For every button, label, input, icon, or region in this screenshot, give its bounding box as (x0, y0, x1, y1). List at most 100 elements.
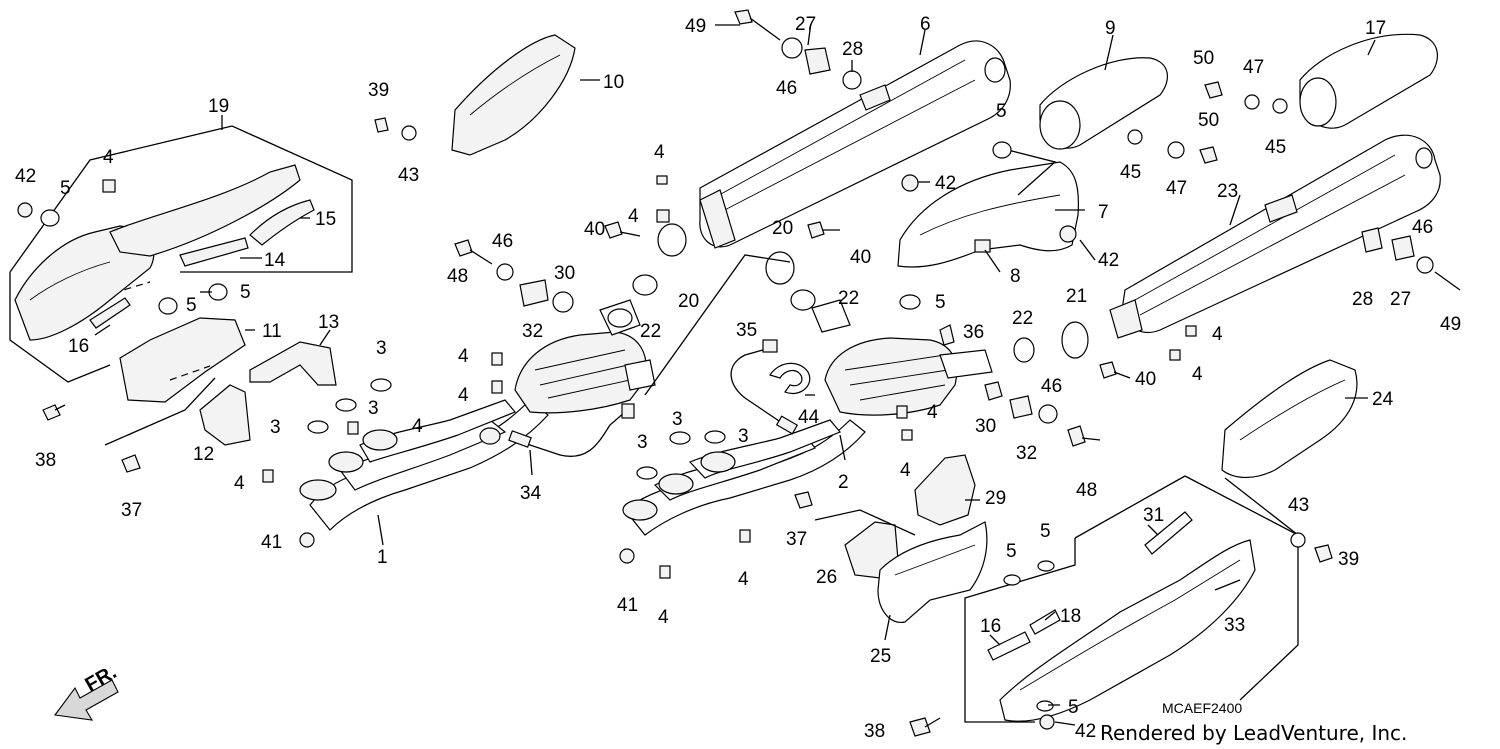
callout-32: 32 (1016, 443, 1037, 464)
callout-18: 18 (1060, 606, 1081, 627)
callout-45: 45 (1265, 137, 1286, 158)
callout-44: 44 (798, 407, 820, 428)
hardware (17, 9, 1461, 737)
callout-9: 9 (1105, 18, 1116, 39)
leader-lines (94, 24, 1376, 726)
callout-2: 2 (838, 472, 849, 493)
bracket-13 (249, 341, 337, 386)
callout-47: 47 (1166, 178, 1187, 199)
callout-46: 46 (1412, 217, 1433, 238)
callout-46: 46 (492, 231, 513, 252)
protector-group-33 (964, 475, 1299, 723)
callout-4: 4 (458, 385, 469, 406)
callout-50: 50 (1193, 48, 1214, 69)
protector-11 (119, 317, 246, 403)
callout-40: 40 (850, 247, 871, 268)
clamp-20-right (765, 251, 795, 285)
callout-4: 4 (458, 346, 469, 367)
callout-4: 4 (103, 147, 114, 168)
callout-4: 4 (234, 473, 245, 494)
callout-25: 25 (870, 646, 891, 667)
o2-sensor-34 (514, 411, 626, 457)
callout-5: 5 (240, 282, 251, 303)
callout-19: 19 (208, 96, 229, 117)
callout-28: 28 (1352, 289, 1373, 310)
bracket-29 (914, 454, 976, 526)
exhaust-pipe-1 (299, 399, 549, 531)
callout-49: 49 (685, 16, 706, 37)
callout-7: 7 (1098, 202, 1109, 223)
callout-4: 4 (654, 142, 665, 163)
callout-27: 27 (795, 14, 816, 35)
clip-44 (769, 362, 811, 394)
callout-17: 17 (1365, 18, 1386, 39)
callout-16: 16 (68, 336, 89, 357)
callout-21: 21 (1066, 286, 1087, 307)
callout-39: 39 (1338, 549, 1359, 570)
callout-20: 20 (678, 291, 699, 312)
callout-4: 4 (412, 416, 423, 437)
callout-16: 16 (980, 616, 1001, 637)
callout-28: 28 (842, 39, 863, 60)
callout-5: 5 (1006, 541, 1017, 562)
callout-4: 4 (1192, 364, 1203, 385)
protector-group-19 (9, 125, 353, 383)
muffler-23 (1109, 134, 1441, 339)
o2-sensor-35 (730, 347, 786, 426)
callout-3: 3 (738, 426, 749, 447)
callout-40: 40 (1135, 369, 1156, 390)
callout-48: 48 (1076, 480, 1097, 501)
callout-3: 3 (270, 417, 281, 438)
callout-42: 42 (1075, 721, 1096, 742)
callout-38: 38 (35, 450, 56, 471)
callout-5: 5 (60, 178, 71, 199)
callout-36: 36 (963, 322, 984, 343)
callout-41: 41 (261, 532, 282, 553)
protector-7 (897, 161, 1080, 268)
callout-4: 4 (900, 460, 911, 481)
callout-13: 13 (318, 312, 339, 333)
gasket-22-left (632, 274, 658, 296)
callout-24: 24 (1372, 389, 1394, 410)
callout-5: 5 (1068, 697, 1079, 718)
callout-22: 22 (838, 288, 859, 309)
callout-47: 47 (1243, 57, 1264, 78)
callout-45: 45 (1120, 162, 1141, 183)
callout-46: 46 (776, 78, 797, 99)
callout-38: 38 (864, 721, 885, 742)
callout-20: 20 (772, 218, 793, 239)
callout-14: 14 (264, 250, 286, 271)
callout-32: 32 (522, 321, 543, 342)
callout-8: 8 (1010, 266, 1021, 287)
callout-42: 42 (935, 173, 956, 194)
callout-5: 5 (996, 101, 1007, 122)
callout-42: 42 (1098, 250, 1119, 271)
catalytic-converter-left (514, 299, 656, 414)
callout-4: 4 (1212, 324, 1223, 345)
callout-35: 35 (736, 320, 757, 341)
catalytic-converter-right (811, 299, 993, 416)
gasket-22-right (790, 289, 816, 311)
front-direction-arrow: FR. (54, 661, 120, 721)
callout-49: 49 (1440, 314, 1461, 335)
callout-3: 3 (637, 432, 648, 453)
callout-10: 10 (603, 72, 624, 93)
callout-5: 5 (935, 292, 946, 313)
callout-1: 1 (377, 547, 388, 568)
muffler-6 (699, 40, 1011, 249)
callout-11: 11 (262, 321, 282, 342)
callout-41: 41 (617, 595, 638, 616)
callout-26: 26 (816, 567, 837, 588)
callout-31: 31 (1143, 505, 1164, 526)
heat-shield-10 (451, 34, 576, 156)
callout-15: 15 (315, 209, 336, 230)
callout-3: 3 (376, 338, 387, 359)
callout-5: 5 (1040, 521, 1051, 542)
bracket-12 (199, 384, 251, 446)
diagram-code: MCAEF2400 (1162, 700, 1242, 716)
callout-4: 4 (628, 206, 639, 227)
callout-4: 4 (927, 402, 938, 423)
heat-shield-24 (1221, 359, 1358, 479)
callout-3: 3 (672, 409, 683, 430)
